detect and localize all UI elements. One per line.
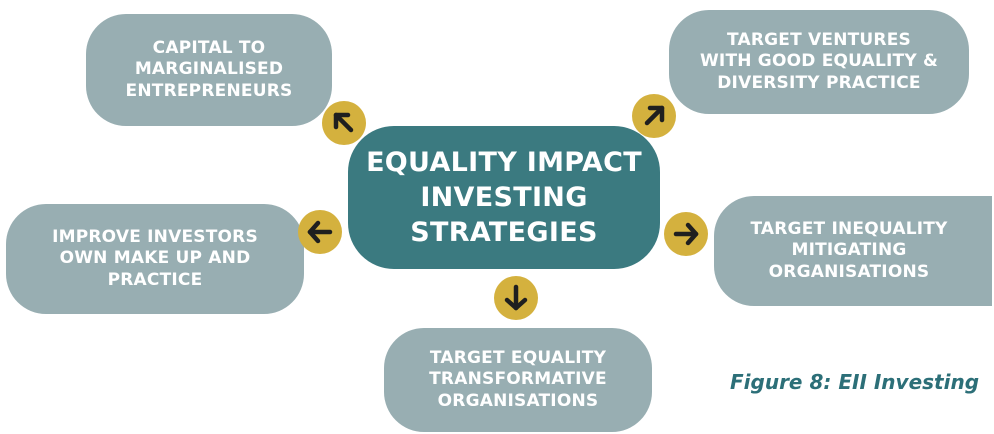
node-capital-line-3: ENTREPRENEURS [125,80,293,101]
node-inequality-line-3: ORGANISATIONS [768,261,930,282]
node-ventures: TARGET VENTURES WITH GOOD EQUALITY & DIV… [669,10,969,114]
node-transformative-line-1: TARGET EQUALITY [429,348,607,369]
figure-caption: Figure 8: EII Investing [730,370,980,394]
node-transformative-line-2: TRANSFORMATIVE [429,369,607,390]
arrow-left-icon [298,210,342,254]
arrow-right-icon [664,212,708,256]
node-ventures-line-1: TARGET VENTURES [727,30,911,51]
center-line-2: INVESTING [420,181,588,213]
center-node: EQUALITY IMPACT INVESTING STRATEGIES [348,126,660,269]
node-inequality: TARGET INEQUALITY MITIGATING ORGANISATIO… [714,196,992,306]
node-capital-line-2: MARGINALISED [134,59,284,80]
center-line-1: EQUALITY IMPACT [366,146,642,178]
node-transformative-line-3: ORGANISATIONS [437,390,599,411]
arrow-up-left-icon [322,101,366,145]
arrow-down-icon [494,276,538,320]
node-capital: CAPITAL TO MARGINALISED ENTREPRENEURS [86,14,332,126]
node-investors: IMPROVE INVESTORS OWN MAKE UP AND PRACTI… [6,204,304,314]
node-inequality-line-2: MITIGATING [791,240,907,261]
node-investors-line-1: IMPROVE INVESTORS [52,227,258,248]
node-transformative: TARGET EQUALITY TRANSFORMATIVE ORGANISAT… [384,328,652,432]
node-capital-line-1: CAPITAL TO [152,38,266,59]
node-investors-line-3: PRACTICE [107,269,203,290]
node-ventures-line-3: DIVERSITY PRACTICE [717,72,921,93]
node-investors-line-2: OWN MAKE UP AND [59,248,251,269]
arrow-up-right-icon [632,94,676,138]
node-inequality-line-1: TARGET INEQUALITY [750,219,948,240]
center-line-3: STRATEGIES [410,217,598,249]
node-ventures-line-2: WITH GOOD EQUALITY & [699,51,938,72]
